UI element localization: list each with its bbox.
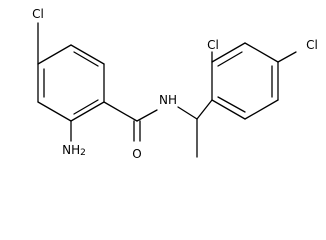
bond-inner: [73, 51, 99, 67]
bond: [37, 101, 72, 122]
chemical-structure: Cl NH O NH2 Cl Cl: [32, 7, 318, 161]
bond: [37, 44, 72, 65]
bond: [211, 42, 246, 63]
chlorine-label-ortho: Cl: [207, 38, 219, 52]
amino-nh-text: NH: [62, 143, 80, 157]
bond: [244, 42, 279, 63]
atom-labels: Cl NH O NH2 Cl Cl: [32, 7, 318, 161]
bond-inner: [217, 51, 243, 67]
bond-lines: [37, 22, 297, 158]
bond: [136, 109, 158, 122]
chlorine-label-ring-a: Cl: [32, 7, 44, 21]
amino-nh2-label: NH2: [62, 143, 86, 158]
bond: [70, 44, 105, 65]
bond: [211, 99, 246, 120]
bond: [70, 101, 105, 122]
chlorine-label-para: Cl: [306, 38, 318, 52]
bond: [177, 106, 198, 120]
amino-subscript: 2: [80, 148, 86, 158]
bond-inner: [217, 96, 246, 113]
amide-nh-label: NH: [159, 93, 177, 107]
bond: [196, 99, 213, 120]
bond: [244, 99, 279, 120]
bond: [277, 51, 297, 63]
bond-inner: [73, 99, 99, 115]
carbonyl-oxygen-label: O: [132, 147, 141, 161]
bond: [103, 101, 138, 122]
